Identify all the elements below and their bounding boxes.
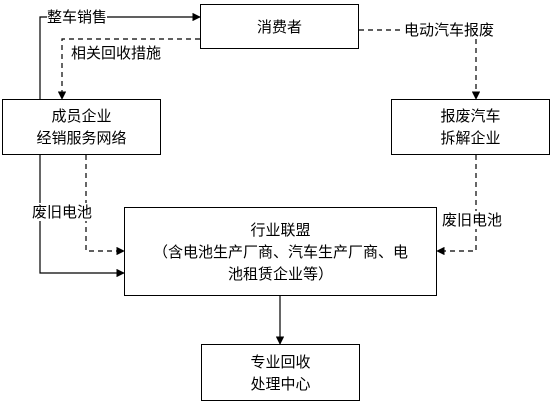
node-alliance-line-3: 池租赁企业等） <box>227 264 333 283</box>
node-scrap-line-2: 拆解企业 <box>440 129 501 147</box>
node-member-line-2: 经销服务网络 <box>36 129 127 147</box>
node-recycle-line-1: 专业回收 <box>250 352 311 371</box>
label-vehicle-sales: 整车销售 <box>47 8 108 26</box>
node-consumer: 消费者 <box>200 4 359 49</box>
node-alliance-line-1: 行业联盟 <box>250 220 311 239</box>
node-scrap-dismantling: 报废汽车 拆解企业 <box>391 99 550 155</box>
edge-member-alliance-dashed <box>85 155 125 256</box>
node-recycle-line-2: 处理中心 <box>250 374 311 393</box>
node-alliance-line-2: （含电池生产厂商、汽车生产厂商、电 <box>152 242 408 261</box>
label-waste-battery-right: 废旧电池 <box>442 211 503 229</box>
node-member-enterprise: 成员企业 经销服务网络 <box>2 99 161 155</box>
label-recycle-measures: 相关回收措施 <box>71 44 162 62</box>
label-ev-scrap: 电动汽车报废 <box>404 21 495 39</box>
edge-member-alliance-solid <box>39 155 125 278</box>
edge-ev-scrap <box>359 29 481 100</box>
node-recycling-center: 专业回收 处理中心 <box>201 344 360 401</box>
node-member-line-1: 成员企业 <box>51 107 112 125</box>
node-scrap-line-1: 报废汽车 <box>440 107 501 125</box>
edge-vehicle-sales <box>39 12 201 99</box>
node-consumer-line-1: 消费者 <box>256 17 302 36</box>
edge-scrap-alliance <box>436 155 477 256</box>
node-industry-alliance: 行业联盟 （含电池生产厂商、汽车生产厂商、电 池租赁企业等） <box>124 207 437 296</box>
label-waste-battery-left: 废旧电池 <box>32 203 93 221</box>
edge-recycle-measures <box>57 38 200 100</box>
